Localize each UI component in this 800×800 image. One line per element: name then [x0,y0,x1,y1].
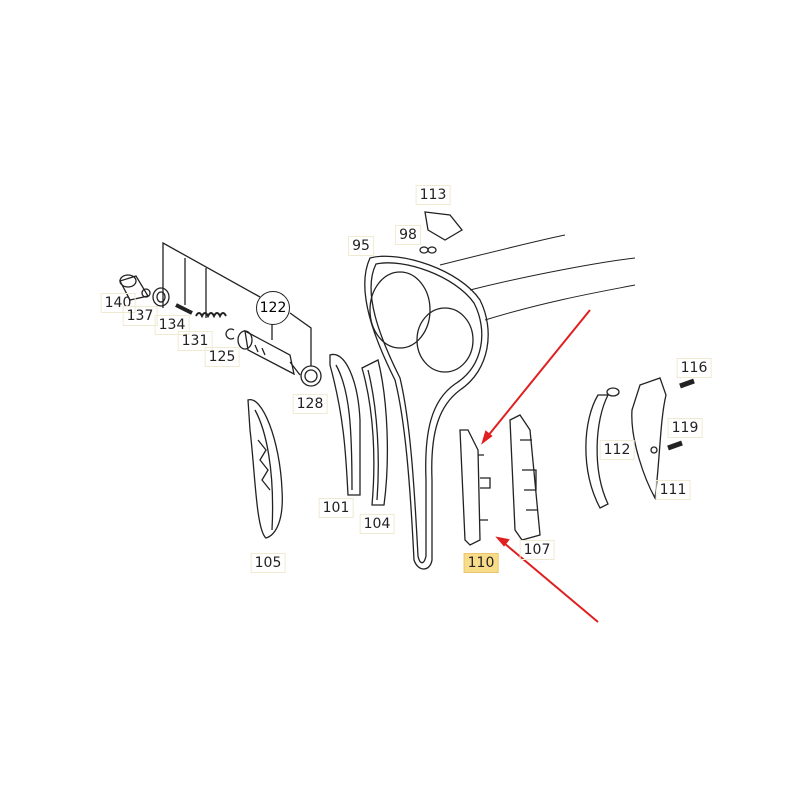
label-104: 104 [359,514,395,534]
part-105-guide-rail [247,399,283,539]
label-116: 116 [676,358,712,378]
part-122-tensioner [237,329,301,376]
label-95: 95 [348,236,374,256]
label-112: 112 [599,440,635,460]
label-122: 122 [256,291,290,325]
part-128-seal [300,365,322,387]
label-113: 113 [415,185,451,205]
part-125-clip [225,328,235,340]
part-131-spring [195,312,227,319]
part-134-pin [175,303,193,315]
camshaft-outline [439,234,636,321]
label-107: 107 [519,540,555,560]
part-101-guide [329,353,361,496]
label-119: 119 [667,418,703,438]
label-101: 101 [318,498,354,518]
part-112-rail [585,387,620,509]
part-113-tensioner-rail [424,211,463,241]
part-137-ring [152,287,170,307]
label-111: 111 [655,480,691,500]
part-104-guide [361,359,389,506]
arrow-lower [497,537,599,623]
part-98-chain-link [419,246,437,254]
label-105: 105 [250,553,286,573]
part-119-pin [667,440,683,451]
label-137: 137 [122,306,158,326]
part-116-pin [679,378,695,389]
label-110-highlighted[interactable]: 110 [463,553,499,573]
label-131: 131 [177,331,213,351]
label-134: 134 [154,315,190,335]
part-107-guide [509,414,541,541]
part-111-tensioner-lever [631,377,667,501]
label-125: 125 [204,347,240,367]
label-140: 140 [100,293,136,313]
part-95-timing-chain [364,255,489,570]
label-128: 128 [292,394,328,414]
arrow-upper [482,309,591,443]
label-98: 98 [395,225,421,245]
pointer-arrows [481,309,599,623]
part-110-guide [459,429,491,546]
assembly-122-leaders [162,241,312,366]
